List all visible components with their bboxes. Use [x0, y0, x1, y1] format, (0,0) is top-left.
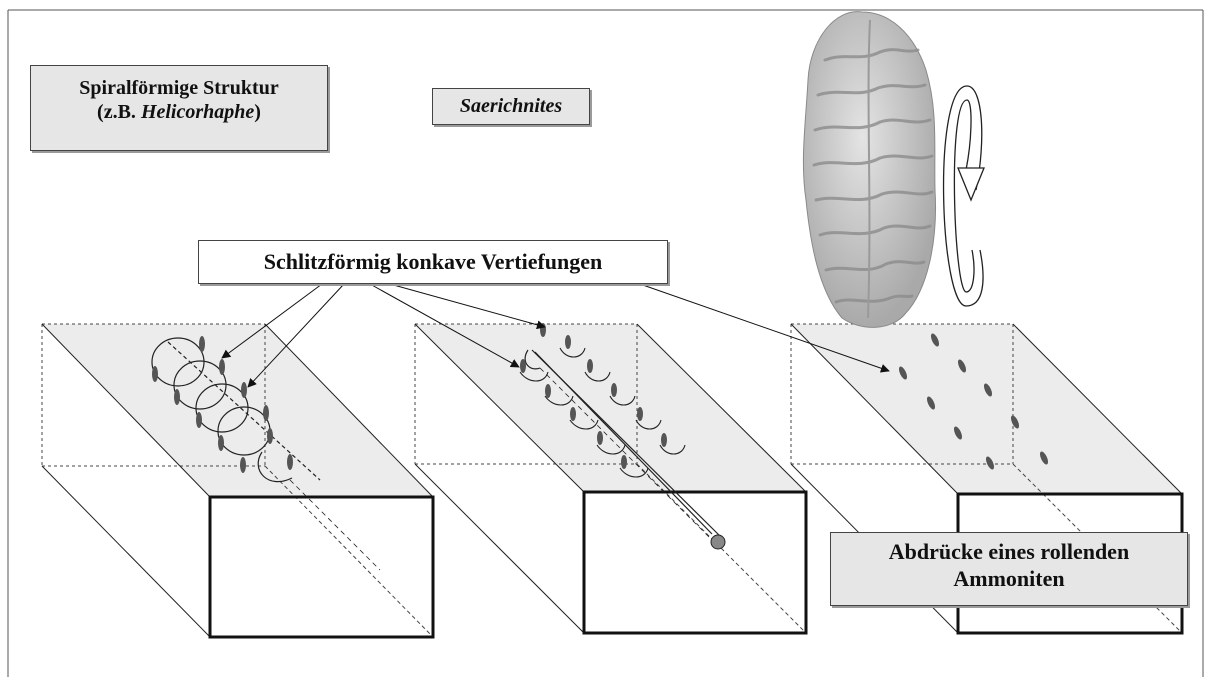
label-spiral-line2: (z.B. Helicorhaphe) [31, 100, 327, 124]
block-helicorhaphe [42, 324, 433, 637]
label-spiral-structure: Spiralförmige Struktur (z.B. Helicorhaph… [30, 65, 328, 151]
label-ammon-line1: Abdrücke eines rollenden [831, 539, 1187, 566]
label-ammon-line2: Ammoniten [831, 566, 1187, 593]
ammonite-fossil-image [803, 12, 935, 328]
label-ammonite-impressions: Abdrücke eines rollenden Ammoniten [830, 532, 1188, 606]
rotation-arrow-icon [944, 86, 984, 306]
label-spiral-line1: Spiralförmige Struktur [31, 76, 327, 100]
label-saerichnites: Saerichnites [432, 88, 590, 125]
block-saerichnites-tube [415, 323, 806, 633]
label-slot-depressions: Schlitzförmig konkave Vertiefungen [198, 240, 668, 284]
